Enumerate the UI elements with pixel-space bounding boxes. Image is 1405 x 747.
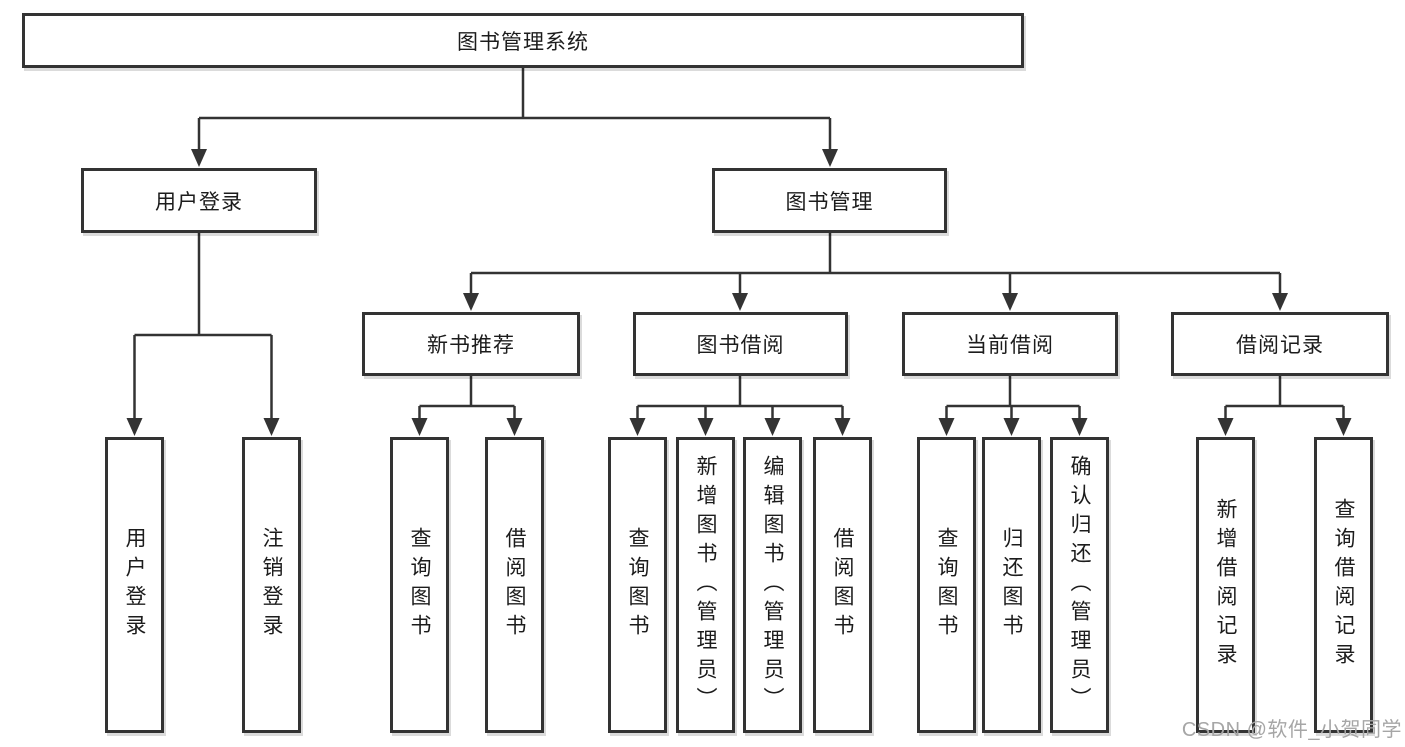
leaf-label: 借阅图书 (831, 527, 854, 643)
arrow-down-icon (697, 418, 714, 436)
connector-book-borrow-split (636, 376, 844, 424)
arrow-down-icon (732, 293, 748, 311)
arrow-down-icon (1003, 418, 1020, 436)
arrow-down-icon (822, 149, 838, 167)
leaf-confirm-return-admin: 确认归还（管理员） (1050, 437, 1109, 733)
arrow-down-icon (1002, 293, 1018, 311)
leaf-query-books-recommend: 查询图书 (390, 437, 449, 733)
leaf-add-books-admin: 新增图书（管理员） (676, 437, 735, 733)
node-current-borrow: 当前借阅 (902, 312, 1118, 376)
arrow-down-icon (834, 418, 851, 436)
leaf-logout: 注销登录 (242, 437, 301, 733)
arrow-down-icon (463, 293, 479, 311)
node-label: 用户登录 (155, 190, 243, 214)
node-label: 图书借阅 (696, 334, 785, 357)
arrow-down-icon (411, 418, 428, 436)
arrow-down-icon (1335, 418, 1352, 436)
leaf-return-books: 归还图书 (982, 437, 1041, 733)
node-user-login: 用户登录 (81, 168, 317, 233)
leaf-label: 查询图书 (408, 527, 431, 643)
leaf-label: 注销登录 (260, 527, 283, 643)
node-label: 新书推荐 (427, 334, 515, 357)
connector-book-mgmt-split (469, 233, 1282, 299)
node-label: 借阅记录 (1236, 334, 1324, 357)
connector-root-split (197, 68, 832, 155)
node-label: 当前借阅 (966, 334, 1054, 357)
leaf-query-borrow-record: 查询借阅记录 (1314, 437, 1373, 733)
arrow-down-icon (126, 418, 143, 436)
leaf-label: 借阅图书 (503, 527, 526, 643)
leaf-label: 新增借阅记录 (1214, 498, 1237, 672)
node-new-book-recommend: 新书推荐 (362, 312, 580, 376)
arrow-down-icon (1071, 418, 1088, 436)
arrow-down-icon (263, 418, 280, 436)
leaf-user-login: 用户登录 (105, 437, 164, 733)
leaf-query-books-current: 查询图书 (917, 437, 976, 733)
leaf-label: 归还图书 (1000, 527, 1023, 643)
arrow-down-icon (506, 418, 523, 436)
leaf-label: 新增图书（管理员） (694, 454, 717, 716)
node-book-management: 图书管理 (712, 168, 947, 233)
arrow-down-icon (191, 149, 207, 167)
leaf-borrow-books: 借阅图书 (813, 437, 872, 733)
node-borrow-records: 借阅记录 (1171, 312, 1389, 376)
connector-borrow-records-split (1224, 376, 1345, 424)
leaf-label: 编辑图书（管理员） (761, 454, 784, 716)
arrow-down-icon (1217, 418, 1234, 436)
leaf-query-books-borrow: 查询图书 (608, 437, 667, 733)
connector-current-borrow-split (945, 376, 1081, 424)
leaf-label: 确认归还（管理员） (1068, 454, 1091, 716)
leaf-borrow-books-recommend: 借阅图书 (485, 437, 544, 733)
node-root-system: 图书管理系统 (22, 13, 1024, 68)
arrow-down-icon (938, 418, 955, 436)
connector-new-books-split (418, 376, 516, 424)
leaf-add-borrow-record: 新增借阅记录 (1196, 437, 1255, 733)
connector-paths (133, 68, 1345, 424)
leaf-edit-books-admin: 编辑图书（管理员） (743, 437, 802, 733)
connector-user-login-split (133, 233, 273, 424)
csdn-watermark: CSDN @软件_小贺同学 (1181, 719, 1402, 741)
arrowheads (126, 149, 1352, 436)
leaf-label: 查询借阅记录 (1332, 498, 1355, 672)
arrow-down-icon (1272, 293, 1288, 311)
node-label: 图书管理系统 (457, 30, 589, 54)
node-book-borrow: 图书借阅 (633, 312, 848, 376)
leaf-label: 用户登录 (123, 527, 146, 643)
leaf-label: 查询图书 (935, 527, 958, 643)
leaf-label: 查询图书 (626, 527, 649, 643)
node-label: 图书管理 (785, 190, 874, 214)
arrow-down-icon (629, 418, 646, 436)
arrow-down-icon (764, 418, 781, 436)
